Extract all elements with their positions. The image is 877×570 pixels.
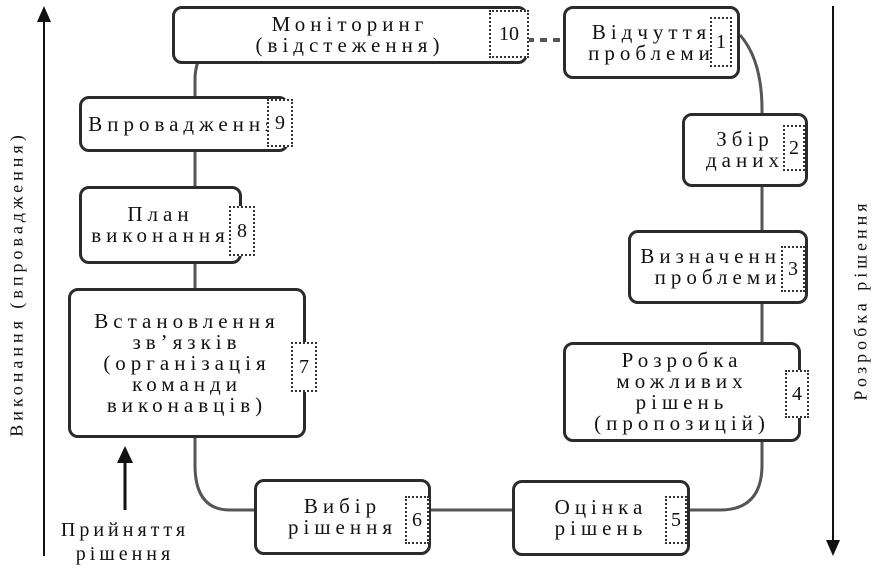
step-number-7: 7: [291, 342, 317, 392]
arrow-up-icon: [37, 6, 51, 22]
step-number-3: 3: [781, 246, 805, 292]
decision-arrow-icon: [117, 446, 133, 463]
step-number-4: 4: [785, 370, 809, 418]
step-number-10: 10: [489, 10, 529, 58]
step-label-8: План виконання: [91, 202, 230, 247]
step-box-7: Встановлення зв’язків (організація коман…: [68, 288, 306, 438]
left-axis-label: Виконання (впровадження): [6, 131, 27, 437]
step-box-8: План виконання: [79, 186, 242, 264]
step-box-3: Визначення проблеми: [628, 230, 808, 304]
step-label-4: Розробка можливих рішень (пропозицій): [594, 348, 770, 435]
step-box-9: Впровадження: [79, 96, 289, 152]
step-box-5: Оцінка рішень: [512, 480, 690, 556]
step-box-10: Моніторинг (відстеження): [172, 6, 528, 64]
step-box-4: Розробка можливих рішень (пропозицій): [563, 342, 801, 442]
step-number-2: 2: [783, 125, 805, 171]
step-label-6: Вибір рішення: [288, 494, 397, 539]
step-label-5: Оцінка рішень: [554, 495, 648, 540]
decision-label: Прийняття рішення: [60, 519, 190, 565]
step-label-3: Визначення проблеми: [640, 244, 796, 289]
step-number-8: 8: [229, 206, 255, 256]
step-label-7: Встановлення зв’язків (організація коман…: [94, 308, 280, 417]
step-label-10: Моніторинг (відстеження): [255, 12, 445, 57]
step-label-2: Збір даних: [706, 127, 784, 172]
step-label-1: Відчуття проблеми: [588, 19, 715, 65]
step-number-1: 1: [710, 17, 732, 67]
step-label-9: Впровадження: [88, 111, 280, 136]
step-number-5: 5: [665, 496, 687, 544]
arrow-down-icon: [826, 540, 840, 556]
right-axis-label: Розробка рішення: [850, 199, 871, 401]
step-box-6: Вибір рішення: [254, 479, 431, 555]
step-number-9: 9: [267, 99, 293, 147]
step-number-6: 6: [405, 496, 429, 544]
